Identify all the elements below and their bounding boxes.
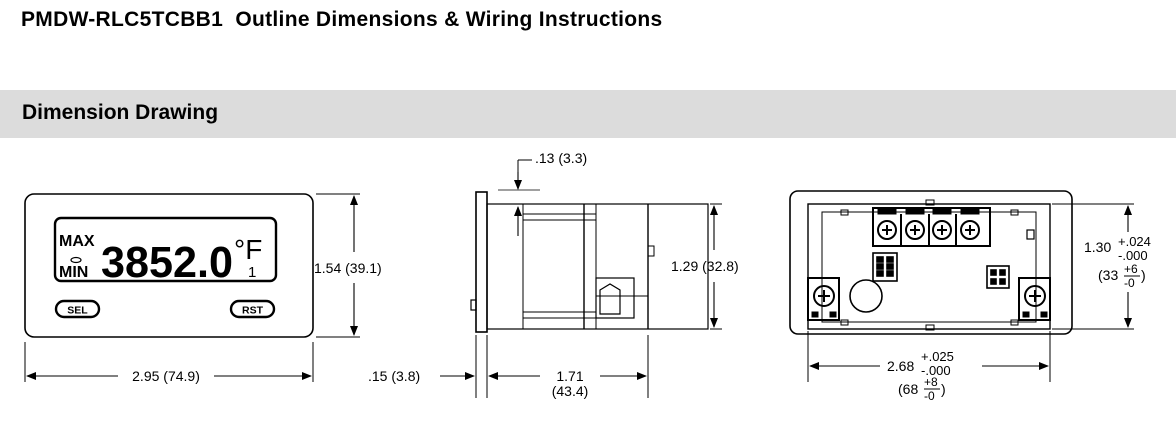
lcd-unit: °F <box>234 234 262 265</box>
side-height-dim: 1.29 (32.8) <box>671 258 739 274</box>
rear-width-mm-suffix: ) <box>941 381 946 397</box>
side-view: .13 (3.3) 1.29 (32.8) .15 (3.8) 1.71 (43… <box>368 150 739 399</box>
front-bezel <box>24 193 314 338</box>
lcd-min-label: MIN <box>59 264 88 281</box>
terminal-left <box>807 277 840 321</box>
rear-height-dim-mm: (33 <box>1098 267 1118 283</box>
lcd-max-label: MAX <box>59 233 95 250</box>
rear-housing <box>807 203 1051 330</box>
front-view: MAX MIN 3852.0 °F 1 SEL RST 1.54 (39.1) … <box>24 193 382 384</box>
lcd-value: 3852.0 <box>101 238 233 287</box>
rear-width-tol-minus: -.000 <box>921 363 951 378</box>
section-header-band <box>0 90 1176 138</box>
rear-round-component <box>849 279 883 313</box>
rear-width-dim-mm: (68 <box>898 381 918 397</box>
side-housing <box>486 203 709 330</box>
terminal-right <box>1018 277 1051 321</box>
side-clip-tab <box>470 299 477 311</box>
front-height-dim: 1.54 (39.1) <box>314 260 382 276</box>
rear-width-mm-minus: -0 <box>924 389 935 403</box>
rear-width-mm-plus: +8 <box>924 375 938 389</box>
rear-height-mm-minus: -0 <box>1124 276 1135 290</box>
rear-height-dim: 1.30 <box>1084 239 1111 255</box>
lcd-window <box>53 216 278 283</box>
front-width-dim: 2.95 (74.9) <box>132 368 200 384</box>
rst-button-label: RST <box>242 305 264 317</box>
rear-height-tol-plus: +.024 <box>1118 234 1151 249</box>
rear-height-mm-suffix: ) <box>1141 267 1146 283</box>
rear-width-dim: 2.68 <box>887 358 914 374</box>
rear-bezel <box>789 190 1073 335</box>
pin-header <box>872 252 1010 289</box>
lcd-diamond-icon <box>70 256 82 264</box>
sel-button[interactable] <box>54 299 101 319</box>
rear-view: 1.30 +.024 -.000 (33 +6 -0 ) 2.68 +.025 … <box>789 190 1151 403</box>
side-depth-dim: 1.71 <box>556 368 583 384</box>
side-front-depth-dim: .15 (3.8) <box>368 368 420 384</box>
rear-height-mm-plus: +6 <box>1124 262 1138 276</box>
sel-button-label: SEL <box>67 305 88 317</box>
rear-height-tol-minus: -.000 <box>1118 248 1148 263</box>
lcd-index: 1 <box>248 264 256 281</box>
side-depth-dim-mm: (43.4) <box>552 383 589 399</box>
side-bezel-dim: .13 (3.3) <box>535 150 587 166</box>
side-bezel <box>475 191 488 333</box>
terminal-block-top <box>872 207 991 247</box>
side-terminal <box>595 277 635 319</box>
rst-button[interactable] <box>229 299 276 319</box>
section-title: Dimension Drawing <box>22 101 219 124</box>
rear-width-tol-plus: +.025 <box>921 349 954 364</box>
page-title: PMDW-RLC5TCBB1 Outline Dimensions & Wiri… <box>21 8 663 31</box>
